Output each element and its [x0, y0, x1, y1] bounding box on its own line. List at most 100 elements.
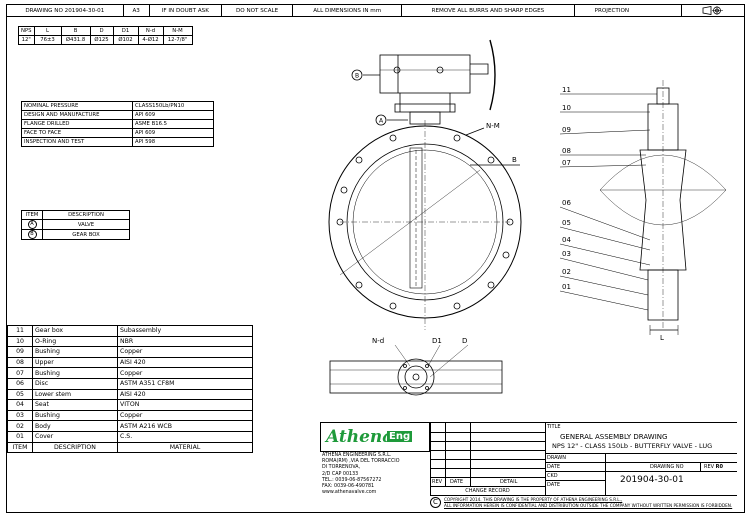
rev-header: REV — [432, 478, 443, 485]
title-label: TITLE — [547, 424, 561, 430]
address-line: DI TORRENOVA, — [322, 465, 361, 471]
rev-box-value: R0 — [715, 463, 723, 470]
copyright-line-1: COPYRIGHT 2014. THIS DRAWING IS THE PROP… — [444, 496, 623, 502]
item-h0: ITEM — [21, 210, 43, 220]
parts-footer-cell: MATERIAL — [117, 441, 253, 454]
dim-h6: N-M — [162, 26, 193, 36]
dim-v6: 12-7/8" — [162, 35, 193, 45]
address-line: TEL.: 0039-06-87567272 — [322, 477, 382, 483]
part-description: Gear box — [32, 325, 118, 337]
part-description: Cover — [32, 430, 118, 443]
logo-main: Athena — [326, 427, 394, 447]
spec-value: API 598 — [132, 137, 214, 147]
title-line-1: GENERAL ASSEMBLY DRAWING — [560, 433, 668, 441]
dim-v2: Ø431.8 — [60, 35, 91, 45]
change-record: CHANGE RECORD — [465, 487, 510, 494]
projection-label: PROJECTION — [594, 7, 630, 14]
item-symbol-a: A — [27, 220, 37, 229]
dimension-value-row: 12" 76±3 Ø431.8 Ø125 Ø102 4-Ø12 12-7/8" — [18, 35, 193, 45]
part-material: Subassembly — [117, 325, 253, 337]
title-line-2: NPS 12" - CLASS 150Lb - BUTTERFLY VALVE … — [552, 442, 713, 450]
dimension-table: NPS L B D D1 N-d N-M 12" 76±3 Ø431.8 Ø12… — [18, 26, 193, 45]
rev-box: REV R0 — [704, 464, 723, 470]
part-description: Disc — [32, 377, 118, 390]
part-item: 10 — [7, 335, 33, 348]
part-material: VITON — [117, 399, 253, 411]
dim-h3: D — [89, 26, 114, 36]
projection-icon — [702, 6, 724, 15]
copyright-line-2: ALL INFORMATION HEREIN IS CONFIDENTIAL A… — [444, 502, 733, 508]
date-label: DATE — [547, 463, 561, 470]
part-item: 09 — [7, 346, 33, 358]
drawing-no-label: DRAWING NO — [650, 463, 684, 470]
dim-h1: L — [33, 26, 62, 36]
address-line: www.athenavalve.com — [322, 490, 377, 496]
header-projection: PROJECTION — [575, 5, 683, 16]
part-material: Copper — [117, 409, 253, 422]
projection-symbol — [682, 5, 744, 16]
part-item: 06 — [7, 377, 33, 390]
dim-v4: Ø102 — [112, 35, 139, 45]
logo-box: Athena Eng — [320, 423, 430, 452]
address-line: FAX: 0039-06-490781 — [322, 484, 375, 490]
date-label-2: DATE — [547, 481, 561, 488]
part-material: Copper — [117, 367, 253, 379]
dim-v3: Ø125 — [89, 35, 114, 45]
part-material: ASTM A351 CF8M — [117, 377, 253, 390]
item-desc: GEAR BOX — [42, 229, 130, 240]
part-material: C.S. — [117, 430, 253, 443]
item-desc: VALVE — [42, 219, 130, 230]
part-description: Body — [32, 420, 118, 432]
address-block: ATHENA ENGINEERING S.R.L. ROMA(RM) ,VIA … — [322, 453, 432, 496]
drawn-label: DRAWN — [547, 454, 566, 461]
part-item: 03 — [7, 409, 33, 422]
drawing-number: 201904-30-01 — [620, 475, 684, 485]
dim-v5: 4-Ø12 — [137, 35, 164, 45]
address-line: ATHENA ENGINEERING S.R.L. — [322, 453, 392, 458]
part-item: 07 — [7, 367, 33, 379]
ckd-label: CKD — [547, 472, 558, 479]
part-description: Seat — [32, 399, 118, 411]
item-symbol: B — [21, 229, 43, 240]
item-symbol: A — [21, 219, 43, 230]
spec-value: API 609 — [132, 128, 214, 138]
date-header: DATE — [450, 478, 464, 485]
item-row: A VALVE — [21, 219, 130, 230]
part-material: ASTM A216 WCB — [117, 420, 253, 432]
part-item: 04 — [7, 399, 33, 411]
part-description: Bushing — [32, 409, 118, 422]
title-block: Athena Eng ATHENA ENGINEERING S.R.L. ROM… — [320, 422, 737, 509]
spec-value: ASME B16.5 — [132, 119, 214, 129]
address-line: ROMA(RM) ,VIA DEL TORRACCIO — [322, 459, 400, 465]
dim-v0: 12" — [18, 35, 35, 45]
part-material: NBR — [117, 335, 253, 348]
header-dims: ALL DIMENSIONS IN mm — [293, 5, 403, 16]
part-material: AISI 420 — [117, 388, 253, 401]
header-burrs: REMOVE ALL BURRS AND SHARP EDGES — [402, 5, 575, 16]
part-description: Lower stem — [32, 388, 118, 401]
dim-h0: NPS — [18, 26, 35, 36]
part-item: 02 — [7, 420, 33, 432]
header-scale: DO NOT SCALE — [222, 5, 294, 16]
header-doubt: IF IN DOUBT ASK — [150, 5, 222, 16]
part-item: 01 — [7, 430, 33, 443]
spec-value: API 609 — [132, 110, 214, 120]
